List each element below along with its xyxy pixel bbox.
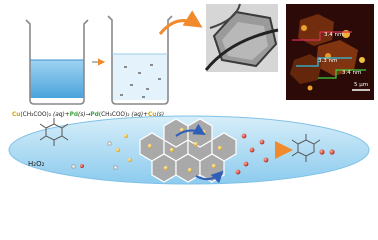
afm-step-label-1: 3.4 nm <box>324 32 343 38</box>
reaction-seg: Cu <box>148 112 156 118</box>
reaction-seg: (CH₃COO)₂ <box>20 112 53 118</box>
reaction-seg: (s) <box>156 112 164 118</box>
oxidant-particles <box>71 141 118 170</box>
afm-step-label-3: 3.4 nm <box>342 70 361 76</box>
flow-arrow-icon <box>175 123 206 137</box>
beaker-icon <box>107 15 173 105</box>
reaction-seg: Cu <box>12 112 20 118</box>
afm-scale-label: 5 μm <box>354 82 368 88</box>
beaker-icon <box>25 19 89 105</box>
reaction-seg: (aq) <box>131 112 143 118</box>
curved-arrow-icon <box>158 10 203 35</box>
reagent-label: H₂O₂ <box>28 160 45 168</box>
scheme-svg: 3.4 nm 3.3 nm 3.4 nm 5 μm Cu(CH₃COO)₂ (a… <box>8 3 374 185</box>
reaction-seg: (CH₃COO)₂ <box>99 112 132 118</box>
reaction-seg: → <box>86 112 91 118</box>
molecule-icon <box>39 118 69 146</box>
figure-canvas: 3.4 nm 3.3 nm 3.4 nm 5 μm Cu(CH₃COO)₂ (a… <box>8 3 374 185</box>
reaction-seg: Pd <box>90 112 98 118</box>
reaction-equation: Cu(CH₃COO)₂ (aq)+Pd(s)→Pd(CH₃COO)₂ (aq)+… <box>12 112 164 118</box>
reaction-seg: + <box>143 112 148 118</box>
oxidant-dot <box>80 164 84 168</box>
suspended-particles <box>120 64 161 98</box>
afm-step-label-2: 3.3 nm <box>318 58 337 64</box>
molecule-icon <box>291 134 321 162</box>
tem-image <box>204 3 279 72</box>
flow-arrow-icon <box>195 170 224 184</box>
beaker-glass <box>25 19 89 105</box>
beaker-glass <box>107 15 173 105</box>
beaker-suspension <box>112 54 168 100</box>
reaction-seg: (aq) <box>53 112 65 118</box>
reaction-seg: (s) <box>78 112 86 118</box>
hexagon-sheets <box>139 118 237 183</box>
beaker-solution <box>30 60 84 98</box>
reaction-seg: Pd <box>70 112 78 118</box>
afm-image <box>286 4 374 100</box>
reaction-seg: + <box>65 112 70 118</box>
product-particles <box>235 133 335 175</box>
